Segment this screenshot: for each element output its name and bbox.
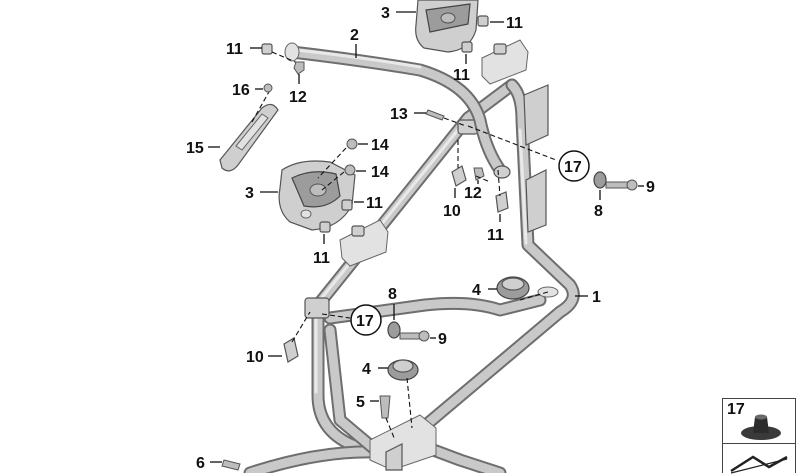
callout-15: 15 (186, 140, 204, 157)
callout-14-lower: 14 (371, 164, 389, 181)
housing-part-top (415, 0, 479, 53)
bracket-middle (319, 199, 389, 267)
callout-9-right: 9 (646, 179, 655, 196)
callout-1: 1 (592, 289, 601, 306)
callout-10-upper: 10 (443, 203, 461, 220)
callout-12-right: 12 (464, 185, 482, 202)
callout-11-middle: 11 (366, 195, 383, 212)
housing-part-middle (278, 160, 356, 231)
cover-plate (219, 89, 279, 172)
grommet-icon (741, 414, 781, 440)
callout-3-middle: 3 (245, 185, 254, 202)
callouts: 1 2 3 3 4 4 5 6 8 8 9 9 10 (186, 5, 655, 472)
callout-17-lower: 17 (356, 313, 374, 330)
callout-10-lower: 10 (246, 349, 264, 366)
callout-2: 2 (350, 27, 359, 44)
callout-9-lower: 9 (438, 331, 447, 348)
legend-divider (723, 443, 795, 444)
callout-8-right: 8 (594, 203, 603, 220)
callout-11-right: 11 (487, 227, 504, 244)
callout-8-lower: 8 (388, 286, 397, 303)
callout-17-right-circle (558, 150, 590, 182)
callout-17-lower-circle (350, 304, 382, 336)
bracket-upper-right (461, 15, 529, 85)
screw-16 (263, 83, 273, 93)
callout-4-lower: 4 (362, 361, 371, 378)
callout-13: 13 (390, 106, 408, 123)
callout-12-top-left: 12 (289, 89, 307, 106)
callout-5: 5 (356, 394, 365, 411)
main-frame (243, 78, 580, 473)
callout-11-top-right: 11 (506, 15, 523, 32)
callout-4-right: 4 (472, 282, 481, 299)
callout-3-top: 3 (381, 5, 390, 22)
callout-11-upper: 11 (453, 67, 470, 84)
callout-17-right: 17 (564, 159, 582, 176)
arrow-icon (730, 455, 788, 474)
part-legend-box: 17 (722, 398, 796, 474)
upper-bow-tube (284, 42, 511, 179)
fasteners (221, 43, 638, 471)
callout-11-middle-left: 11 (313, 250, 330, 267)
callout-14-upper: 14 (371, 137, 389, 154)
callout-16: 16 (232, 82, 250, 99)
callout-11-top-left: 11 (226, 41, 243, 58)
legend-part-number: 17 (727, 401, 745, 418)
callout-6: 6 (196, 455, 205, 472)
